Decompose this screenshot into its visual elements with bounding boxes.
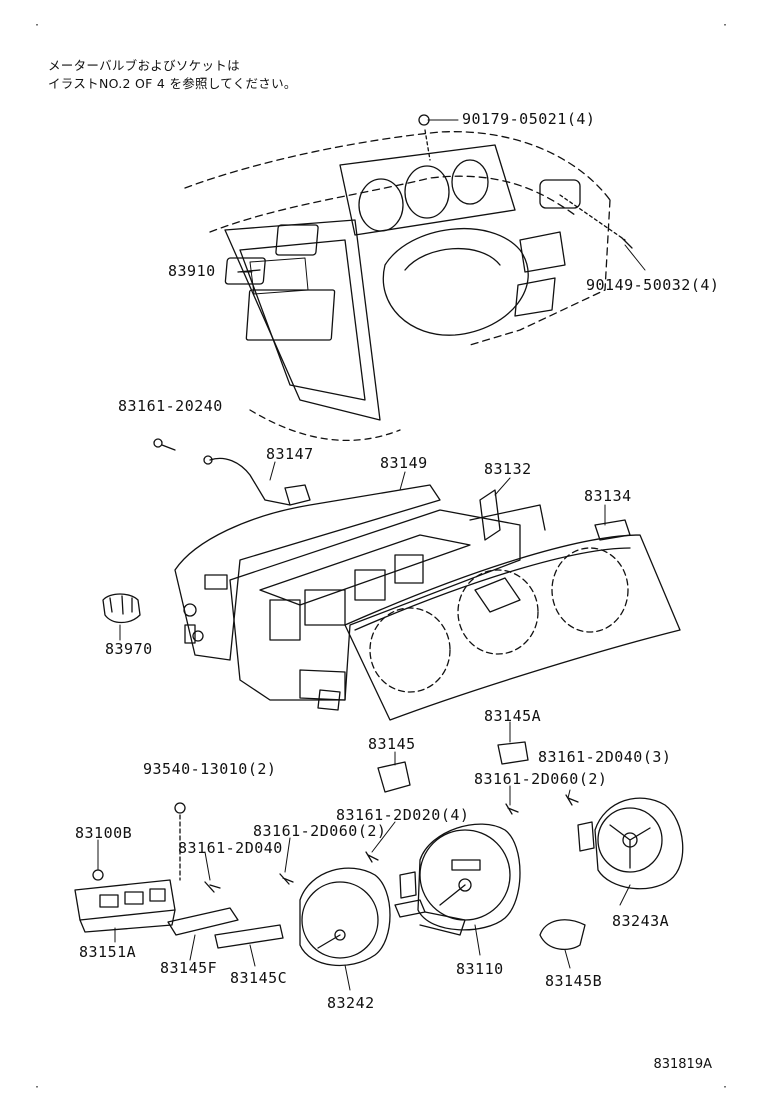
- part-label-83145B: 83145B: [545, 972, 603, 990]
- part-label-83161-2D020: 83161-2D020(4): [336, 806, 470, 824]
- part-label-83242: 83242: [327, 994, 375, 1012]
- part-label-90149-50032: 90149-50032(4): [586, 276, 720, 294]
- tachometer-83243A-drawing: [577, 797, 684, 890]
- part-label-83132: 83132: [484, 460, 532, 478]
- part-label-83100B: 83100B: [75, 824, 133, 842]
- speedometer-83110-drawing: [394, 823, 521, 936]
- corner-mark-bottom-right: ·: [722, 1082, 729, 1093]
- part-label-83145F: 83145F: [160, 959, 218, 977]
- part-label-83134: 83134: [584, 487, 632, 505]
- dashboard-drawing: [184, 114, 633, 441]
- part-label-83161-2D040: 83161-2D040: [178, 839, 283, 857]
- illustration-id: 831819A: [653, 1057, 712, 1072]
- part-label-83161-2D060-2-right: 83161-2D060(2): [474, 770, 608, 788]
- leader-lines: [97, 119, 646, 991]
- part-label-83147: 83147: [266, 445, 314, 463]
- part-label-83161-20240: 83161-20240: [118, 397, 223, 415]
- part-label-83145: 83145: [368, 735, 416, 753]
- part-label-83149: 83149: [380, 454, 428, 472]
- corner-mark-top-right: ·: [722, 20, 729, 31]
- part-label-83910: 83910: [168, 262, 216, 280]
- part-label-83161-2D040-3: 83161-2D040(3): [538, 748, 672, 766]
- part-label-83110: 83110: [456, 960, 504, 978]
- part-label-93540-13010: 93540-13010(2): [143, 760, 277, 778]
- cluster-assembly-drawing: [153, 438, 681, 721]
- corner-mark-bottom-left: ·: [34, 1082, 41, 1093]
- part-label-83145C: 83145C: [230, 969, 288, 987]
- gauge-83242-drawing: [299, 867, 391, 967]
- part-label-83243A: 83243A: [612, 912, 670, 930]
- part-label-83161-2D060-2-left: 83161-2D060(2): [253, 822, 387, 840]
- part-label-83151A: 83151A: [79, 943, 137, 961]
- part-label-83970: 83970: [105, 640, 153, 658]
- note-line-2: イラストNO.2 OF 4 を参照してください。: [48, 76, 297, 91]
- part-label-83145A: 83145A: [484, 707, 542, 725]
- note-line-1: メーターバルブおよびソケットは: [48, 58, 240, 73]
- corner-mark-top-left: ·: [34, 20, 41, 31]
- part-label-90179-05021: 90179-05021(4): [462, 110, 596, 128]
- socket-83970-drawing: [102, 593, 141, 624]
